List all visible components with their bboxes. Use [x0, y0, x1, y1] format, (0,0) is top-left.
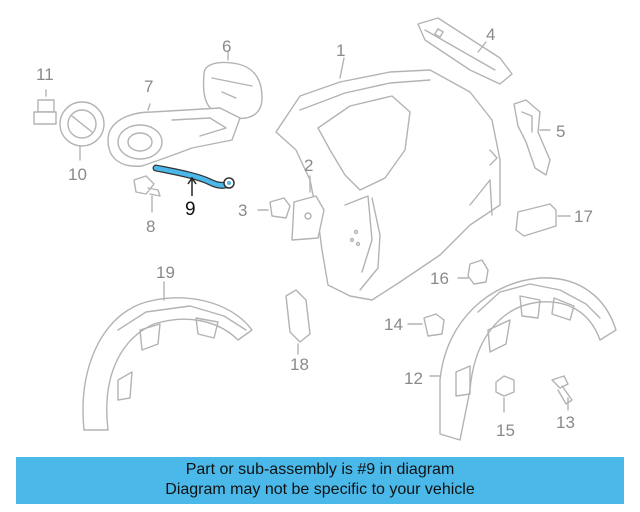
- banner-line-2: Diagram may not be specific to your vehi…: [165, 481, 475, 498]
- part-17-reflector: [515, 203, 571, 237]
- part-3-clip: [257, 197, 291, 219]
- part-7-filler-housing: [107, 103, 241, 167]
- callout-16: 16: [430, 269, 449, 288]
- callout-7: 7: [144, 77, 154, 96]
- callout-18: 18: [290, 355, 309, 374]
- part-15-nut: [495, 375, 515, 413]
- part-2-bracket: [291, 175, 325, 241]
- part-6-fuel-door: [202, 51, 263, 120]
- part-13-screw: [551, 375, 573, 411]
- part-11-actuator: [33, 89, 57, 125]
- banner-line-1: Part or sub-assembly is #9 in diagram: [185, 461, 455, 478]
- callout-5: 5: [556, 122, 566, 141]
- part-5-bracket: [513, 99, 551, 176]
- callout-19: 19: [156, 263, 175, 282]
- part-14-nut: [407, 313, 445, 337]
- callout-2: 2: [304, 156, 314, 175]
- part-8-bolt: [133, 175, 161, 213]
- part-12-wheel-liner: [429, 277, 617, 441]
- callout-1: 1: [336, 41, 346, 60]
- part-9-release-cable: [152, 164, 235, 196]
- callout-11: 11: [36, 65, 54, 84]
- callout-13: 13: [556, 413, 575, 432]
- part-18-trim: [285, 289, 311, 355]
- part-1-quarter-panel: [275, 57, 501, 301]
- callout-3: 3: [238, 201, 248, 220]
- callout-6: 6: [222, 37, 232, 56]
- callout-9: 9: [185, 199, 196, 220]
- callout-8: 8: [146, 217, 156, 236]
- callout-15: 15: [496, 421, 515, 440]
- callout-4: 4: [486, 25, 496, 44]
- callout-17: 17: [574, 207, 593, 226]
- callout-12: 12: [404, 369, 423, 388]
- part-16-clip: [457, 259, 489, 285]
- callout-14: 14: [384, 315, 403, 334]
- info-banner: Part or sub-assembly is #9 in diagram Di…: [16, 457, 624, 504]
- part-10-cap: [59, 101, 105, 161]
- part-19-wheel-liner: [82, 281, 253, 431]
- parts-diagram: [33, 17, 617, 441]
- callout-10: 10: [68, 165, 87, 184]
- part-4-trim-strip: [417, 17, 513, 85]
